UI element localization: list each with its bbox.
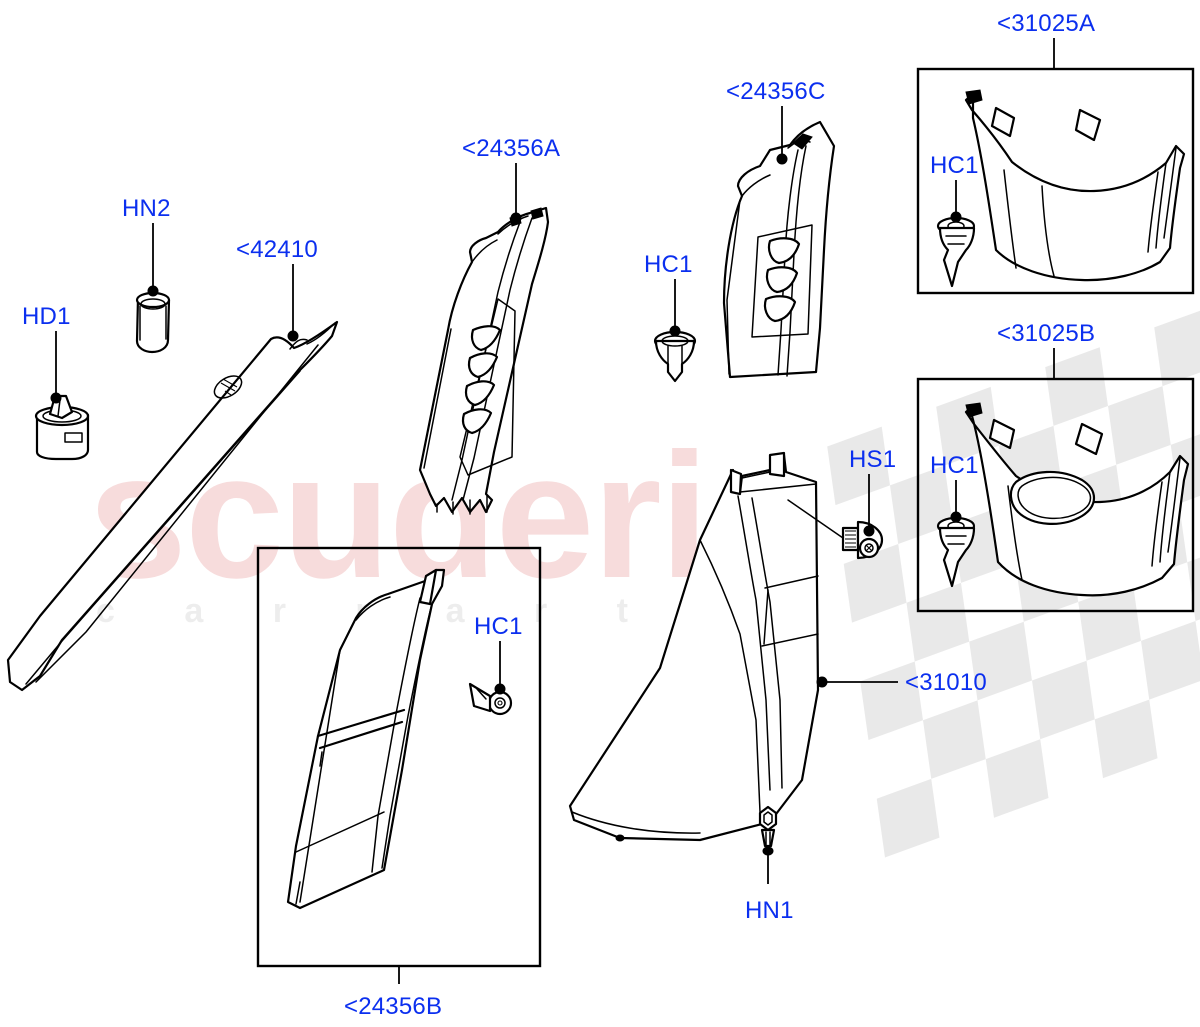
callout-31025b[interactable]: <31025B — [997, 320, 1096, 347]
callout-24356b[interactable]: <24356B — [344, 993, 443, 1020]
callout-hn1[interactable]: HN1 — [745, 897, 794, 924]
callout-hs1[interactable]: HS1 — [849, 446, 897, 473]
callout-24356c[interactable]: <24356C — [726, 78, 826, 105]
callout-hc1-box-b[interactable]: HC1 — [930, 452, 979, 479]
part-b-pillar-lower-trim — [568, 451, 820, 842]
group-box-31025a — [916, 67, 1195, 295]
callout-hd1[interactable]: HD1 — [22, 303, 71, 330]
fastener-dart-clip — [758, 805, 778, 856]
fastener-push-pin-clip-box-a — [936, 216, 976, 288]
part-a-pillar-trim-panel — [6, 320, 339, 692]
part-quarter-trim-panel-b — [964, 402, 1190, 597]
callout-31010[interactable]: <31010 — [905, 669, 987, 696]
callout-hc1-box-a[interactable]: HC1 — [930, 152, 979, 179]
callout-42410[interactable]: <42410 — [236, 236, 318, 263]
fastener-retainer-socket-clip — [34, 394, 90, 461]
callout-hc1-mid[interactable]: HC1 — [644, 251, 693, 278]
part-b-pillar-upper-trim — [418, 206, 550, 515]
callout-hn2[interactable]: HN2 — [122, 195, 171, 222]
callout-24356a[interactable]: <24356A — [462, 135, 561, 162]
part-b-pillar-mid-trim — [286, 568, 446, 910]
fastener-push-pin-clip-box-c — [468, 682, 513, 716]
part-quarter-trim-panel-a — [964, 89, 1186, 282]
group-box-31025b — [916, 377, 1195, 613]
callout-31025a[interactable]: <31025A — [997, 10, 1096, 37]
leader-lines — [50, 38, 1055, 984]
callout-hc1-box-c[interactable]: HC1 — [474, 613, 523, 640]
fastener-push-pin-clip-box-b — [936, 516, 976, 588]
fastener-shoulder-bolt-screw — [841, 520, 884, 560]
fastener-push-pin-clip-mid — [653, 330, 697, 383]
part-c-pillar-upper-trim — [722, 120, 836, 379]
fastener-barrel-nut-clip — [135, 291, 171, 354]
